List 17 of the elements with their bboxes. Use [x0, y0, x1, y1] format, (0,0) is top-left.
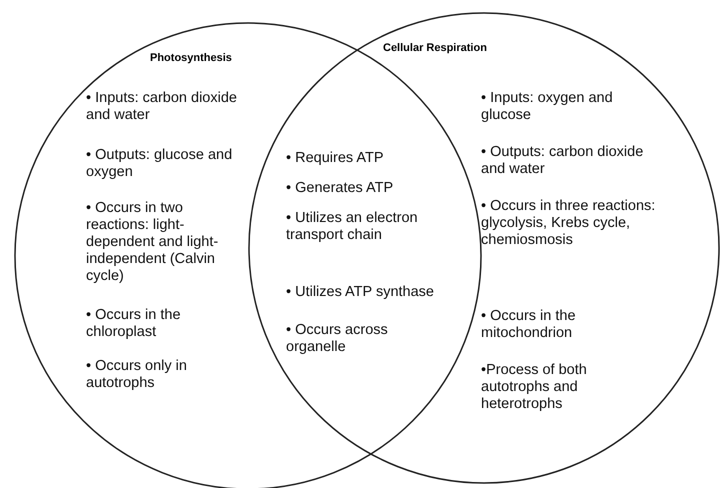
bullet-item: • Inputs: carbon dioxide and water — [86, 90, 238, 124]
bullet-item: • Utilizes an electron transport chain — [286, 210, 419, 244]
bullet-item: • Inputs: oxygen and glucose — [481, 90, 614, 124]
bullet-item: • Outputs: glucose and oxygen — [86, 147, 234, 181]
bullet-item: • Generates ATP — [286, 180, 394, 197]
bullet-item: • Occurs only in autotrophs — [86, 358, 188, 392]
bullet-item: •Process of both autotrophs and heterotrophs — [481, 362, 588, 413]
circle-title: Cellular Respiration — [383, 42, 487, 54]
bullet-item: • Occurs in two reactions: light-dependent and light-independent (Calvin cycle) — [86, 200, 220, 285]
bullet-item: • Occurs in three reactions: glycolysis, Krebs cycle, chemiosmosis — [481, 198, 656, 249]
bullet-item: • Occurs across organelle — [286, 322, 389, 356]
bullet-item: • Occurs in the chloroplast — [86, 307, 182, 341]
bullet-item: • Outputs: carbon dioxide and water — [481, 144, 644, 178]
circle-title: Photosynthesis — [150, 52, 232, 64]
bullet-item: • Requires ATP — [286, 150, 384, 167]
bullet-item: • Utilizes ATP synthase — [286, 284, 435, 301]
bullet-item: • Occurs in the mitochondrion — [481, 308, 577, 342]
